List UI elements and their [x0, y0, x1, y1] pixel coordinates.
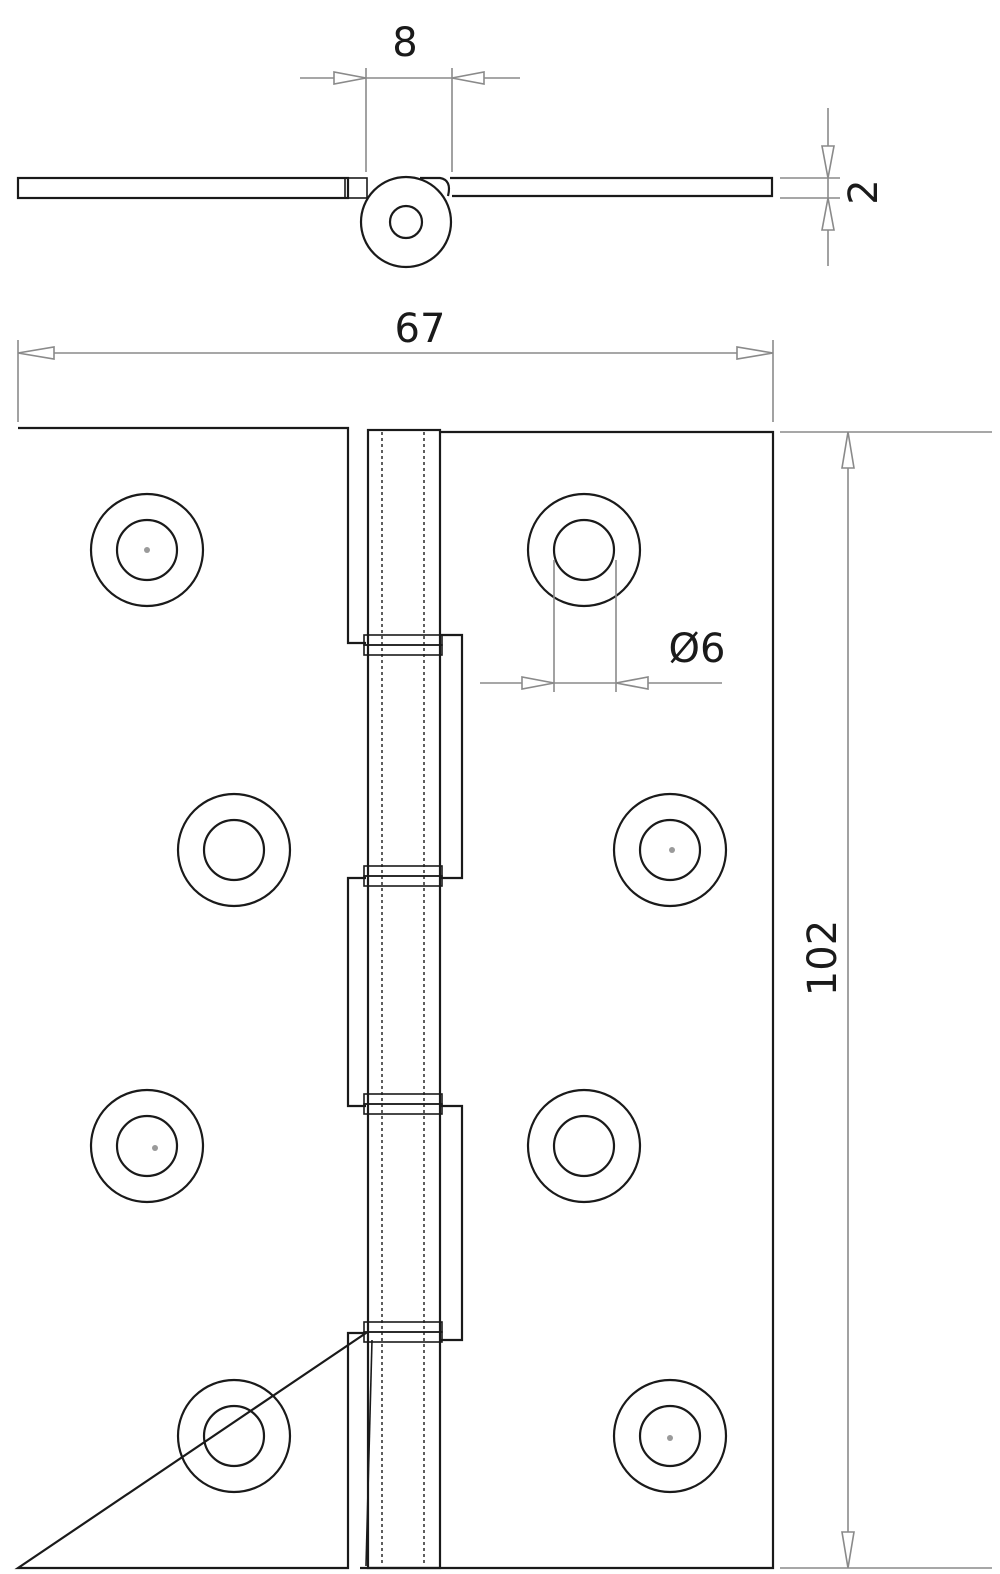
screw-hole-left-2 — [176, 792, 292, 908]
knuckle-outer-circle — [359, 175, 453, 269]
screw-hole-right-2 — [612, 792, 728, 908]
hinge-end-view — [16, 175, 774, 269]
dimension-leaf-thickness: 2 — [780, 108, 887, 266]
screw-hole-right-4 — [612, 1378, 728, 1494]
dimension-hole-diameter: Ø6 — [480, 560, 725, 692]
left-leaf — [14, 426, 370, 1570]
dimension-label-102: 102 — [800, 920, 846, 996]
knuckle-joint-1 — [363, 634, 443, 656]
dimension-label-diameter-6: Ø6 — [669, 626, 726, 672]
knuckle-barrel — [366, 428, 442, 1570]
knuckle-pin-circle — [388, 204, 424, 240]
left-leaf-step — [344, 177, 368, 199]
left-leaf-edge — [16, 176, 350, 200]
knuckle-joint-2 — [363, 865, 443, 887]
screw-hole-left-1 — [89, 492, 205, 608]
knuckle-joint-4 — [363, 1321, 443, 1343]
dimension-height: 102 — [780, 431, 992, 1569]
knuckle-taper-line — [365, 1339, 373, 1567]
screw-hole-left-4 — [176, 1378, 292, 1494]
screw-hole-right-1 — [526, 492, 642, 608]
knuckle-joint-3 — [363, 1093, 443, 1115]
hinge-front-view — [14, 426, 775, 1570]
dimension-knuckle-width: 8 — [300, 20, 520, 172]
right-leaf-edge — [450, 176, 774, 198]
dimension-label-8: 8 — [392, 20, 417, 66]
screw-hole-left-3 — [89, 1088, 205, 1204]
screw-hole-right-3 — [526, 1088, 642, 1204]
dimension-label-67: 67 — [395, 306, 446, 352]
dimension-overall-width: 67 — [17, 306, 774, 422]
knuckle-join — [420, 176, 451, 197]
dimension-label-2: 2 — [841, 179, 887, 204]
right-leaf — [360, 430, 775, 1570]
